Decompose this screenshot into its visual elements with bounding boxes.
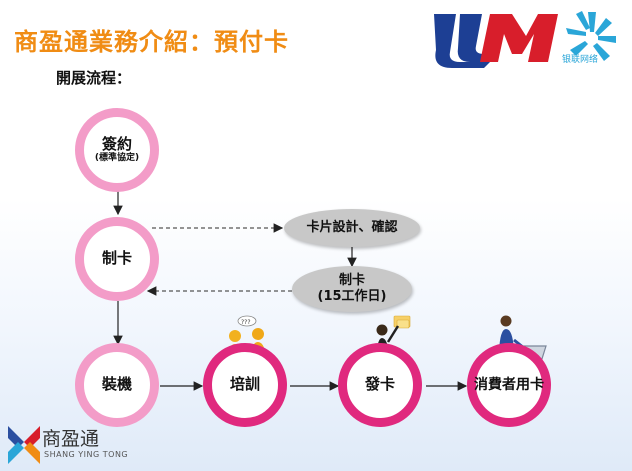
step-consumer-use-label: 消費者用卡 (474, 376, 544, 393)
step-make-card: 制卡 (75, 217, 159, 301)
step-issue-card: 發卡 (338, 343, 422, 427)
card-design-label: 卡片設計、確認 (306, 220, 398, 236)
step-make-card-label: 制卡 (101, 249, 132, 268)
step-consumer-use: 消費者用卡 (467, 343, 551, 427)
card-production-duration: (15工作日) (317, 289, 387, 304)
step-install: 裝機 (75, 343, 159, 427)
shangyingtong-name: 商盈通 (42, 428, 100, 450)
process-heading: 開展流程： (56, 69, 132, 87)
card-production-step: 制卡 (15工作日) (292, 266, 412, 312)
step-install-label: 裝機 (101, 375, 132, 394)
unionpay-caption: 银联网络 (562, 55, 599, 65)
step-sign-label: 簽約 (101, 135, 132, 154)
step-train-label: 培訓 (229, 375, 260, 394)
step-sign: 簽約 (標準協定) (75, 108, 159, 192)
svg-text:???: ??? (241, 319, 251, 326)
slide-title: 商盈通業務介紹：預付卡 (14, 28, 289, 56)
card-production-label: 制卡 (338, 273, 365, 289)
step-issue-card-label: 發卡 (364, 375, 395, 394)
step-sign-note: (標準協定) (94, 153, 140, 164)
card-design-step: 卡片設計、確認 (284, 209, 420, 247)
unionpay-logo (434, 11, 616, 68)
step-train: 培訓 (203, 343, 287, 427)
shangyingtong-pinyin: SHANG YING TONG (44, 450, 129, 459)
shangyingtong-logo (8, 426, 40, 464)
